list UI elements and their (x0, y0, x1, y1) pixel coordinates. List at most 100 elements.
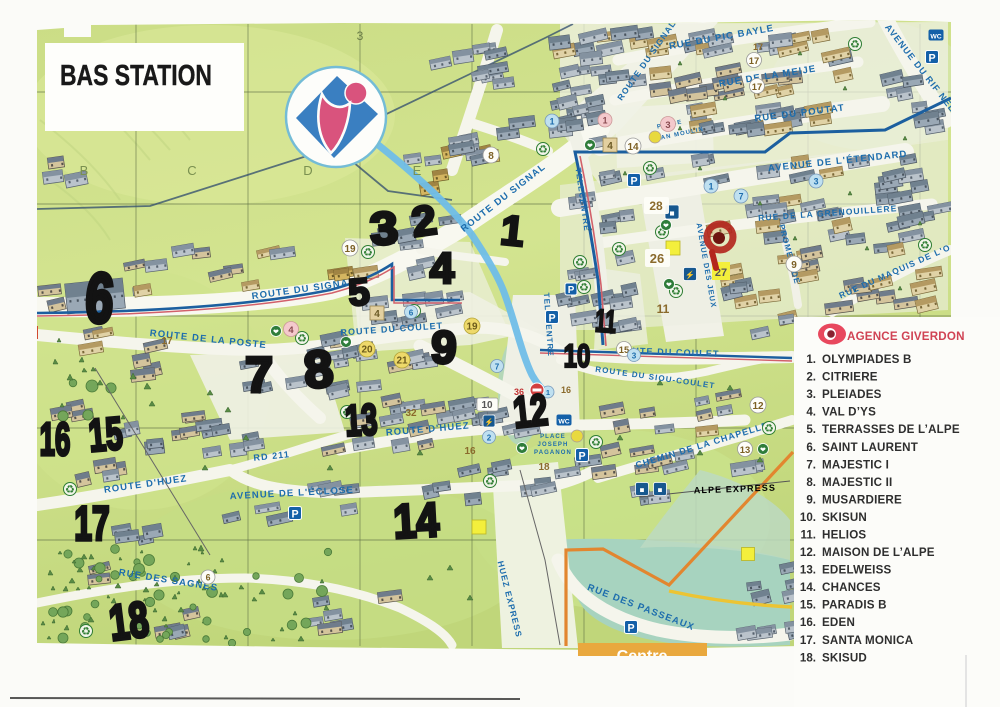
svg-text:7: 7 (245, 347, 273, 403)
svg-text:♻: ♻ (850, 39, 860, 51)
svg-text:⚡: ⚡ (485, 417, 494, 426)
svg-text:HELIOS: HELIOS (822, 529, 866, 542)
svg-text:18: 18 (538, 462, 550, 473)
svg-text:9: 9 (791, 260, 797, 271)
svg-text:JOSEPH: JOSEPH (538, 442, 569, 448)
svg-text:TERRASSES DE L’ALPE: TERRASSES DE L’ALPE (822, 423, 960, 436)
svg-text:8: 8 (302, 340, 336, 400)
svg-text:7: 7 (739, 192, 744, 202)
svg-text:6: 6 (83, 258, 116, 338)
svg-text:1: 1 (550, 117, 555, 127)
svg-text:3: 3 (368, 202, 400, 255)
svg-text:19: 19 (466, 322, 478, 333)
svg-text:9.: 9. (806, 493, 816, 506)
svg-text:PLEIADES: PLEIADES (822, 388, 882, 401)
svg-text:1: 1 (709, 182, 714, 192)
svg-text:MAJESTIC II: MAJESTIC II (822, 476, 892, 489)
svg-text:❤: ❤ (666, 281, 672, 289)
svg-text:4.: 4. (806, 406, 816, 419)
svg-text:13: 13 (344, 394, 379, 445)
svg-text:1: 1 (546, 388, 550, 397)
svg-text:20: 20 (361, 345, 373, 356)
svg-text:P: P (568, 285, 575, 296)
svg-text:♻: ♻ (614, 244, 624, 256)
svg-text:17: 17 (74, 496, 109, 550)
svg-text:3: 3 (357, 29, 364, 43)
svg-text:B: B (80, 163, 89, 178)
svg-text:MAJESTIC I: MAJESTIC I (822, 458, 889, 471)
svg-text:❤: ❤ (519, 445, 525, 453)
svg-text:P: P (548, 312, 555, 324)
svg-text:♻: ♻ (538, 144, 548, 156)
svg-text:BAS STATION: BAS STATION (60, 60, 212, 92)
svg-text:♻: ♻ (579, 282, 589, 294)
svg-text:14: 14 (627, 142, 639, 153)
svg-text:♻: ♻ (485, 476, 495, 488)
svg-text:5: 5 (347, 271, 372, 315)
svg-text:EDELWEISS: EDELWEISS (822, 564, 892, 577)
svg-text:♻: ♻ (920, 240, 930, 252)
svg-text:18: 18 (106, 592, 151, 652)
svg-text:PAGANON: PAGANON (534, 450, 572, 456)
svg-text:SANTA MONICA: SANTA MONICA (822, 634, 914, 647)
svg-text:E: E (413, 163, 422, 178)
svg-text:18.: 18. (800, 651, 816, 664)
svg-text:WC: WC (558, 418, 569, 425)
svg-text:10: 10 (564, 338, 591, 374)
svg-text:12.: 12. (800, 546, 816, 559)
svg-text:14: 14 (392, 494, 440, 549)
svg-text:16.: 16. (800, 616, 816, 629)
svg-text:3.: 3. (806, 388, 816, 401)
svg-text:7.: 7. (806, 458, 816, 471)
svg-text:16: 16 (561, 385, 571, 395)
svg-text:3: 3 (665, 120, 670, 130)
svg-text:19: 19 (344, 244, 356, 255)
svg-text:8: 8 (488, 151, 494, 162)
svg-text:❤: ❤ (587, 142, 593, 150)
svg-text:3: 3 (632, 351, 637, 360)
svg-text:MUSARDIERE: MUSARDIERE (822, 493, 902, 506)
svg-text:❤: ❤ (663, 222, 669, 230)
svg-text:10: 10 (481, 400, 493, 411)
svg-text:15.: 15. (800, 599, 816, 612)
svg-text:14.: 14. (800, 581, 816, 594)
svg-text:11.: 11. (801, 529, 816, 542)
svg-text:PARADIS B: PARADIS B (822, 599, 887, 612)
svg-text:4: 4 (607, 141, 613, 152)
svg-text:OLYMPIADES B: OLYMPIADES B (822, 353, 912, 366)
svg-text:P: P (630, 175, 637, 187)
svg-text:17: 17 (749, 56, 759, 66)
svg-text:17: 17 (752, 82, 762, 92)
svg-text:■: ■ (640, 486, 645, 495)
svg-text:4: 4 (374, 309, 380, 320)
svg-text:C: C (187, 163, 196, 178)
svg-text:1: 1 (498, 206, 526, 255)
svg-text:AGENCE GIVERDON: AGENCE GIVERDON (847, 330, 965, 343)
svg-text:32: 32 (405, 408, 417, 419)
svg-text:6: 6 (409, 308, 414, 317)
svg-text:■: ■ (658, 486, 663, 495)
svg-text:♻: ♻ (645, 163, 655, 175)
svg-text:WC: WC (930, 33, 941, 40)
svg-text:❤: ❤ (343, 339, 349, 347)
svg-text:17.: 17. (800, 634, 816, 647)
svg-text:4: 4 (288, 325, 294, 335)
svg-text:21: 21 (396, 356, 408, 367)
svg-text:12: 12 (752, 401, 764, 412)
svg-text:16: 16 (464, 446, 476, 457)
svg-text:12: 12 (511, 386, 550, 438)
svg-text:17: 17 (161, 336, 173, 347)
svg-text:⚡: ⚡ (685, 270, 695, 280)
svg-text:9: 9 (430, 320, 458, 373)
svg-text:15: 15 (87, 409, 125, 463)
svg-text:P: P (627, 622, 634, 634)
svg-text:EDEN: EDEN (822, 616, 855, 629)
svg-text:CHANCES: CHANCES (822, 581, 881, 594)
svg-text:P: P (928, 52, 935, 64)
svg-text:6: 6 (206, 573, 211, 583)
svg-text:SAINT LAURENT: SAINT LAURENT (822, 441, 918, 454)
svg-text:1: 1 (603, 116, 608, 126)
svg-text:10.: 10. (800, 511, 816, 524)
svg-text:13: 13 (740, 445, 750, 455)
svg-text:28: 28 (649, 199, 663, 213)
